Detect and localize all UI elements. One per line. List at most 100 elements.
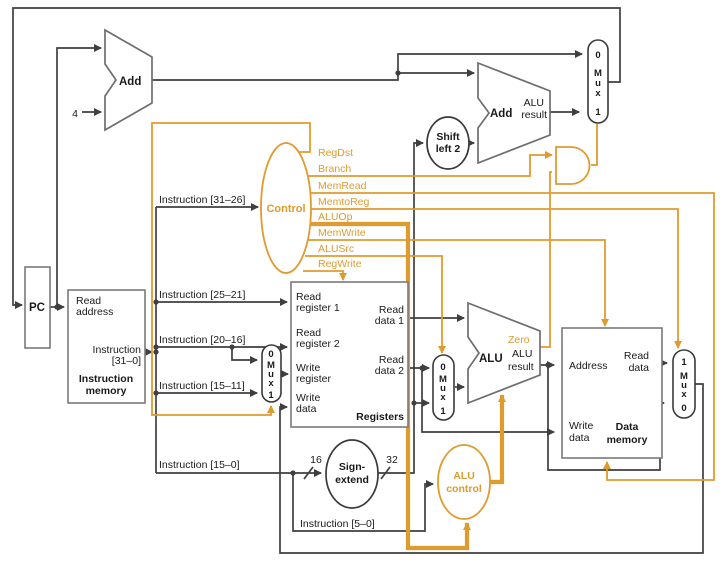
datapath-wires (12, 7, 704, 554)
memtoreg-mux-x: x (681, 389, 687, 400)
read-data-1-label-1: Read (379, 304, 404, 316)
read-data-1-label-2: data 1 (375, 315, 404, 327)
instr-5-0-label: Instruction [5–0] (300, 518, 375, 530)
control-wires (151, 122, 715, 551)
mem-write-data-label-2: data (569, 432, 590, 444)
zero-label: Zero (508, 334, 530, 346)
sign-extend-oval (325, 439, 379, 509)
width-32-label: 32 (386, 454, 398, 466)
instruction-out-label-1: Instruction (93, 344, 142, 356)
data-memory-label-1: Data (616, 421, 639, 433)
shift-left-2-label-1: Shift (436, 131, 460, 143)
alusrc-mux (432, 354, 455, 421)
junction-alu-result (545, 362, 551, 368)
wire-aluop (308, 221, 471, 551)
junction-read-data-2 (419, 365, 425, 371)
bus-width-16-slash (303, 466, 314, 480)
wire-read-data-2-to-dmem (421, 368, 555, 436)
wire-and-out (591, 124, 598, 166)
read-register-1-label-2: register 1 (296, 302, 340, 314)
junction-pc4 (395, 70, 401, 76)
alusrc-mux-u: u (440, 383, 446, 394)
instr-15-0-label: Instruction [15–0] (159, 459, 240, 471)
memread-label: MemRead (318, 180, 367, 192)
wire-pc-feedback (12, 7, 621, 309)
alusrc-mux-x: x (440, 392, 446, 403)
read-address-label-1: Read (76, 295, 101, 307)
alu-label: ALU (479, 353, 503, 365)
const-4-label: 4 (72, 108, 78, 120)
width-16-label: 16 (310, 454, 322, 466)
instruction-memory-label-2: memory (86, 385, 127, 397)
branch-label: Branch (318, 163, 351, 175)
memtoreg-mux-m: M (680, 371, 688, 382)
read-address-label-2: address (76, 306, 113, 318)
address-label: Address (569, 360, 608, 372)
read-register-2-label-2: register 2 (296, 338, 340, 350)
regdst-mux-m: M (267, 360, 275, 371)
wire-regdst (151, 122, 311, 416)
regdst-mux-1: 1 (268, 390, 274, 401)
mem-read-data-label-1: Read (624, 350, 649, 362)
shift-left-2-oval (426, 116, 470, 170)
pcsrc-mux-x: x (595, 88, 601, 99)
instr-20-16-label: Instruction [20–16] (159, 334, 245, 346)
regdst-mux (261, 344, 282, 403)
wire-memread (307, 192, 715, 481)
wire-instr-20-16-to-mux (231, 347, 258, 364)
data-memory-label-2: memory (607, 434, 648, 446)
mem-read-data-label-2: data (629, 362, 650, 374)
junction-dots (54, 70, 551, 476)
memwrite-label: MemWrite (318, 227, 366, 239)
labels: PC Add 4 Add ALU result Read address Ins… (29, 50, 688, 530)
add2-label: Add (490, 108, 512, 120)
shift-left-2-label-2: left 2 (436, 143, 461, 155)
mem-write-data-label-1: Write (569, 420, 593, 432)
data-memory-box (561, 327, 663, 459)
wire-branch (305, 151, 553, 177)
pcsrc-mux (587, 39, 609, 124)
junction-bus-imem (153, 349, 159, 355)
instr-31-26-label: Instruction [31–26] (159, 194, 245, 206)
instruction-out-label-2: [31–0] (112, 355, 141, 367)
registers-box (290, 281, 409, 428)
wire-writeback (279, 383, 704, 554)
wire-alusrc (305, 255, 446, 354)
write-register-label-2: register (296, 373, 332, 385)
alu-unit (467, 301, 541, 405)
pcsrc-mux-1: 1 (595, 107, 601, 118)
pcsrc-mux-u: u (595, 78, 601, 89)
memtoreg-mux (672, 349, 696, 419)
read-register-2-label-1: Read (296, 327, 321, 339)
write-data-label-2: data (296, 403, 317, 415)
alusrc-mux-0: 0 (440, 362, 445, 373)
instruction-memory-box (67, 289, 146, 404)
memtoreg-mux-1: 1 (681, 357, 687, 368)
wire-regwrite (303, 270, 347, 281)
registers-label: Registers (356, 411, 404, 423)
regdst-label: RegDst (318, 147, 353, 159)
component-shapes (24, 28, 696, 520)
write-register-label-1: Write (296, 362, 320, 374)
wire-sign-extend-out (378, 139, 424, 474)
junction-bus-20-16 (153, 344, 159, 350)
memtoreg-mux-u: u (681, 380, 687, 391)
read-register-1-label-1: Read (296, 291, 321, 303)
junction-bus-25-21 (153, 299, 159, 305)
control-oval (260, 142, 312, 274)
read-data-2-label-1: Read (379, 354, 404, 366)
junction-rt-split (229, 344, 235, 350)
aluop-label: ALUOp (318, 211, 353, 223)
read-data-2-label-2: data 2 (375, 365, 404, 377)
wire-instr-5-0 (292, 473, 434, 532)
alu-control-label-1: ALU (453, 470, 475, 482)
alu-result-label-1: ALU (512, 348, 532, 360)
alu-control-label-2: control (446, 483, 482, 495)
bus-width-32-slash (380, 466, 391, 480)
instr-15-11-label: Instruction [15–11] (159, 380, 245, 392)
instruction-memory-label-1: Instruction (79, 373, 133, 385)
alusrc-mux-1: 1 (440, 406, 446, 417)
junction-pc-out (54, 304, 60, 310)
